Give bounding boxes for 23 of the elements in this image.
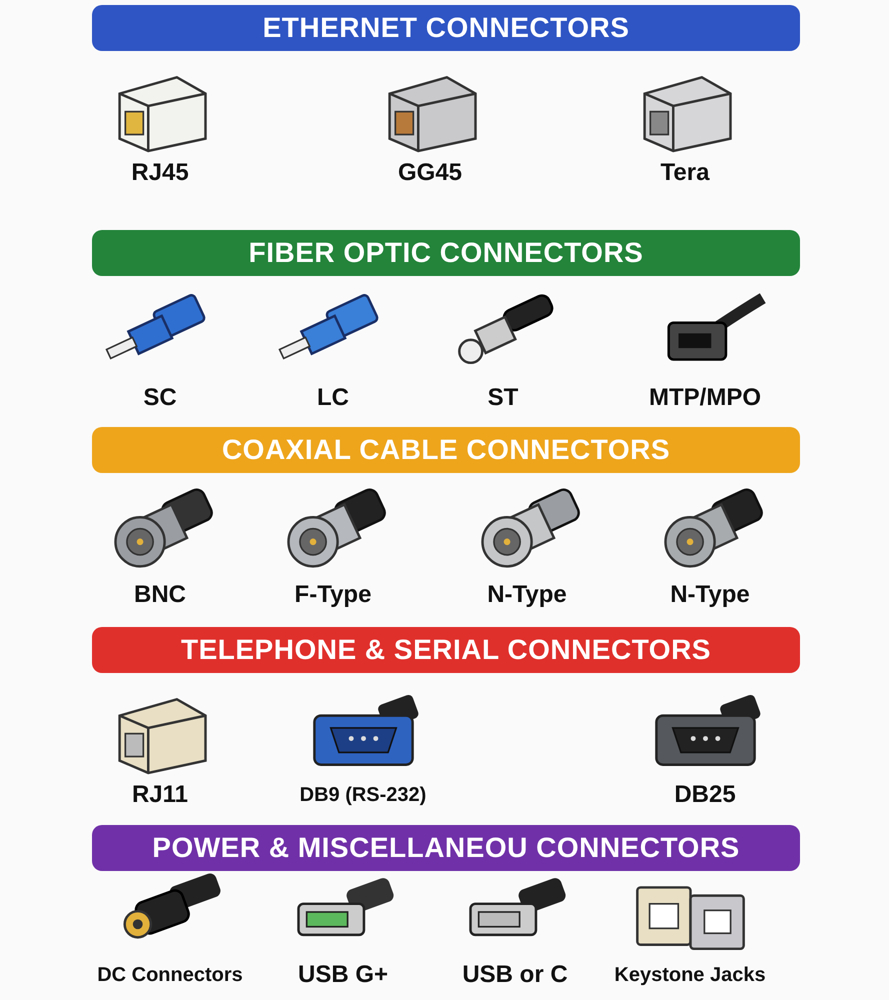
connector-label: Keystone Jacks <box>614 963 766 988</box>
section-header: COAXIAL CABLE CONNECTORS <box>92 427 800 473</box>
connector-label: DB9 (RS-232) <box>300 783 426 808</box>
connector-label: BNC <box>134 581 186 609</box>
section-header: POWER & MISCELLANEOU CONNECTORS <box>92 825 800 871</box>
connector-label: SC <box>143 384 177 412</box>
connector-label: Tera <box>660 159 710 187</box>
connector-label: F-Type <box>294 581 372 609</box>
connector-label: DC Connectors <box>97 963 243 988</box>
connector-label: USB G+ <box>298 961 388 989</box>
connector-label: LC <box>317 384 349 412</box>
section-header: FIBER OPTIC CONNECTORS <box>92 230 800 276</box>
section-header: TELEPHONE & SERIAL CONNECTORS <box>92 627 800 673</box>
section-header: ETHERNET CONNECTORS <box>92 5 800 51</box>
connector-label: RJ11 <box>132 781 188 809</box>
connector-label: MTP/MPO <box>649 384 761 412</box>
connector-label: N-Type <box>670 581 750 609</box>
connector-label: GG45 <box>398 159 462 187</box>
connector-label: DB25 <box>674 781 736 809</box>
connector-label: USB or C <box>462 961 568 989</box>
connector-label: RJ45 <box>131 159 189 187</box>
connector-label: N-Type <box>487 581 567 609</box>
connector-label: ST <box>488 384 518 412</box>
